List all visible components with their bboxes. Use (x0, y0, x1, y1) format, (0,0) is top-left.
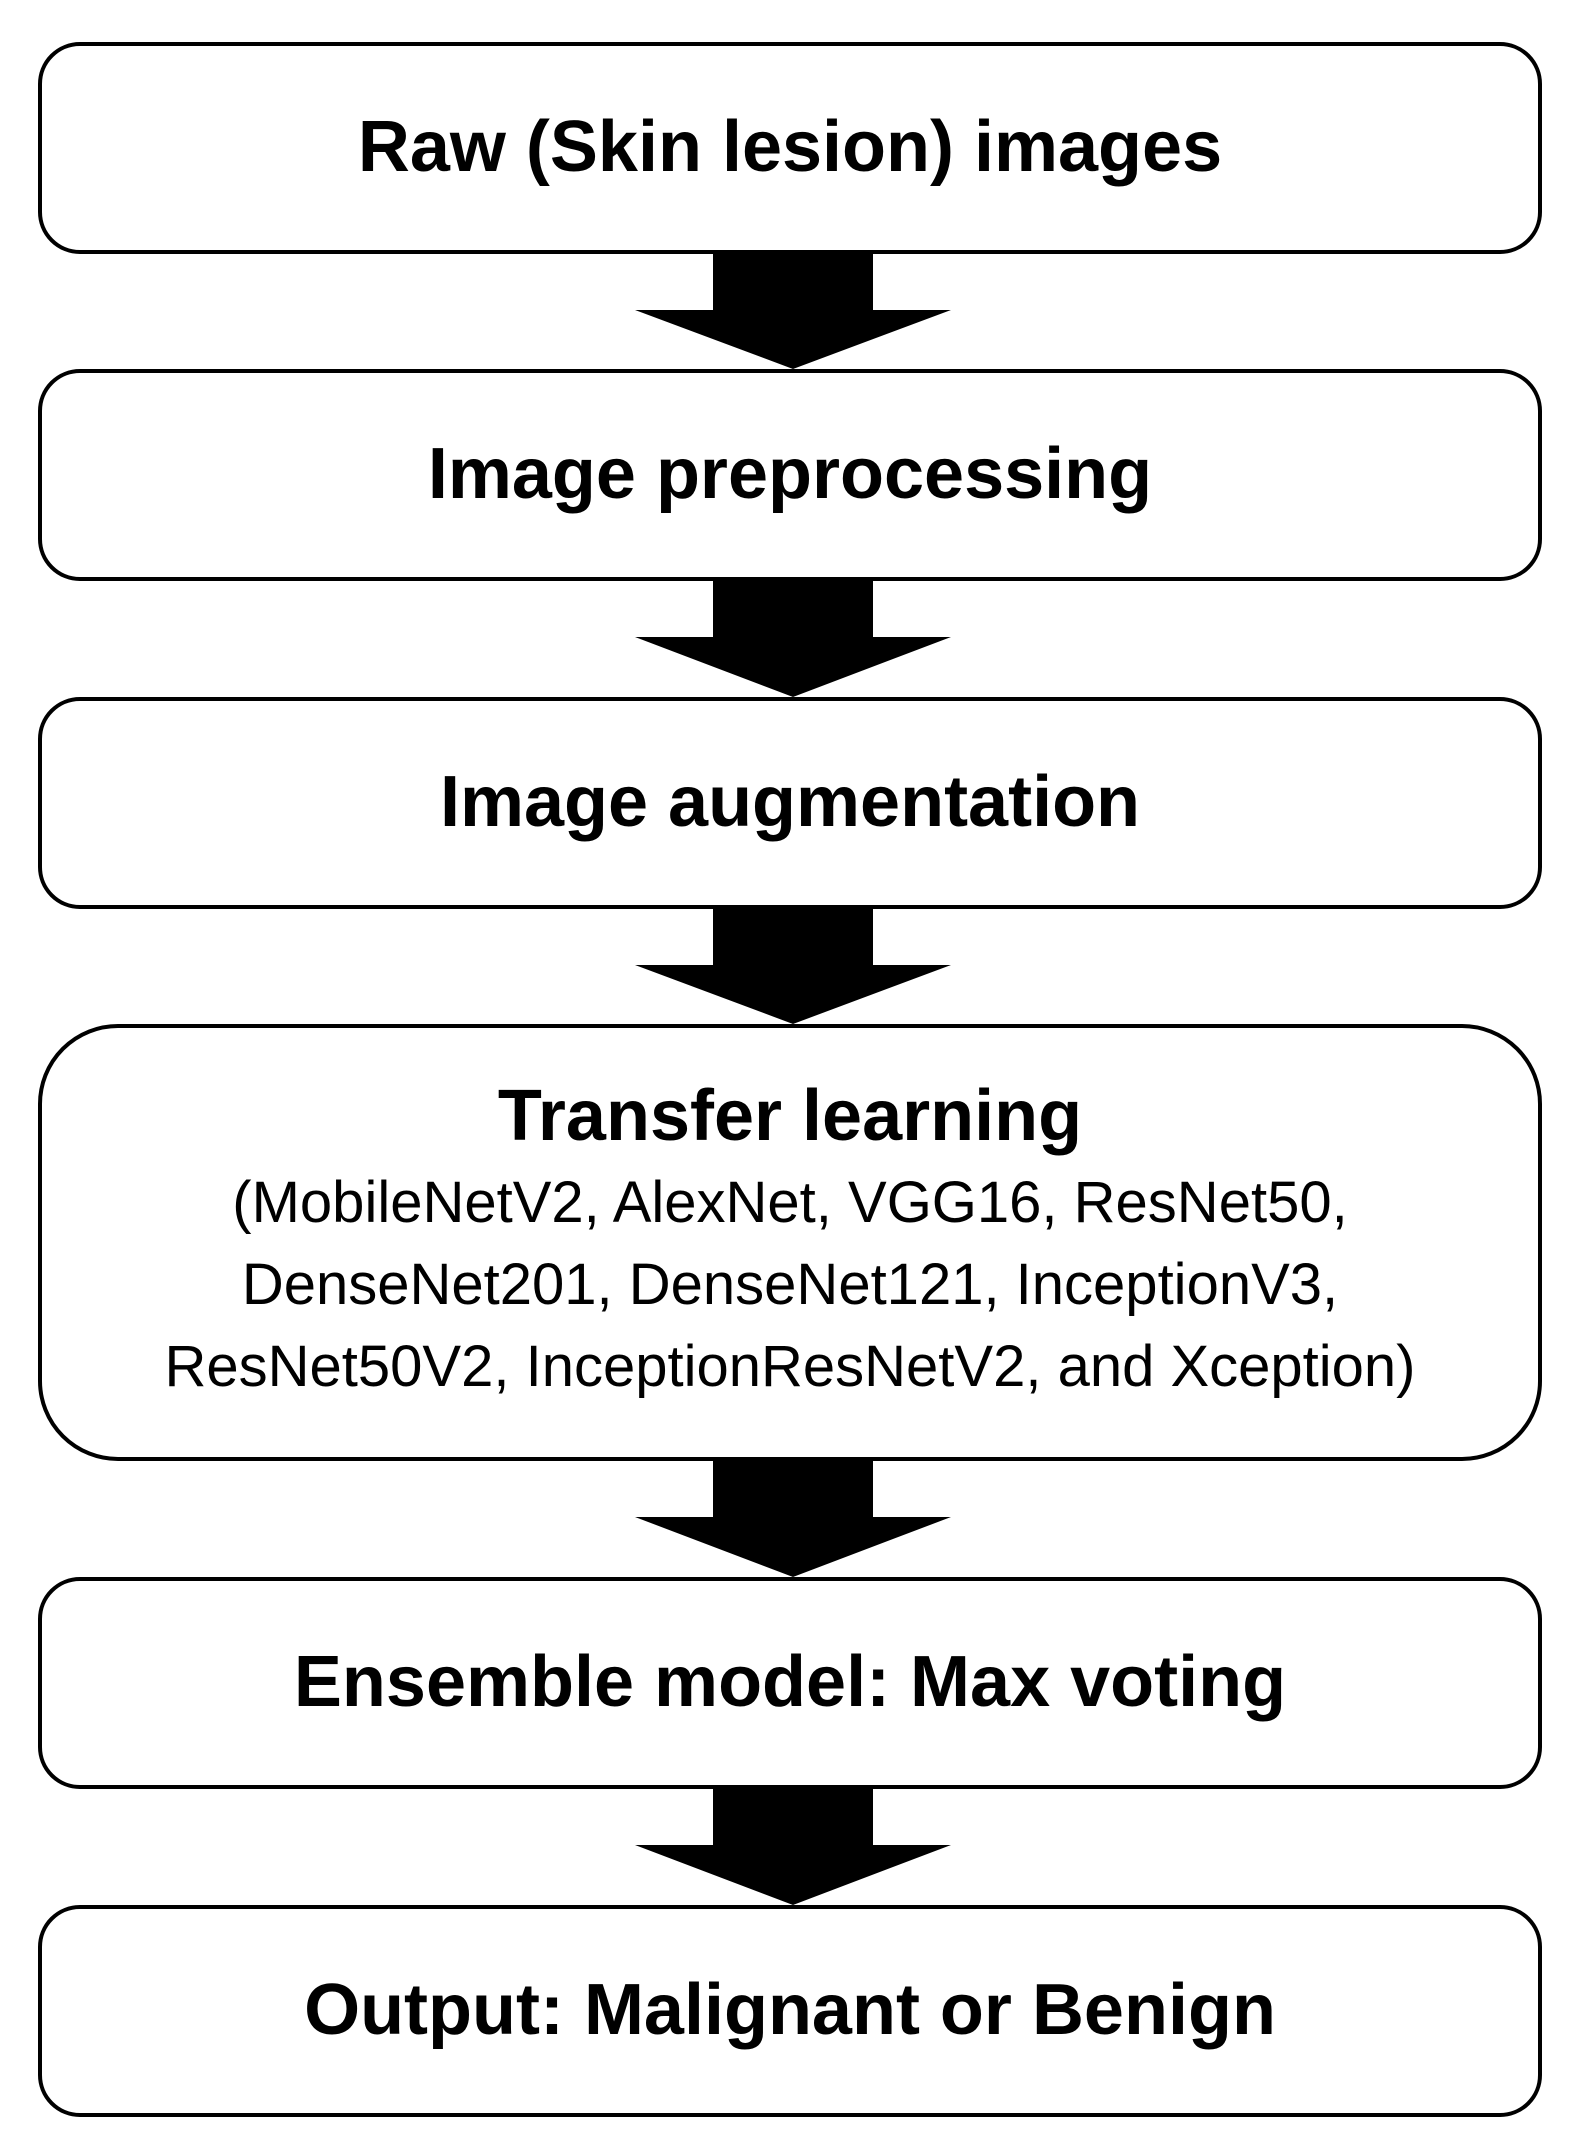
down-arrow-icon (635, 909, 951, 1024)
model-list-line: DenseNet201, DenseNet121, InceptionV3, (241, 1252, 1339, 1318)
step-image-augmentation: Image augmentation (38, 697, 1542, 909)
down-arrow-icon (635, 254, 951, 369)
step-output: Output: Malignant or Benign (38, 1905, 1542, 2117)
step-title: Raw (Skin lesion) images (357, 107, 1223, 188)
down-arrow-icon (635, 581, 951, 697)
down-arrow-icon (635, 1461, 951, 1577)
step-image-preprocessing: Image preprocessing (38, 369, 1542, 581)
step-title: Transfer learning (497, 1075, 1083, 1156)
step-title: Image augmentation (439, 762, 1141, 843)
down-arrow-icon (635, 1789, 951, 1905)
step-title: Ensemble model: Max voting (293, 1642, 1287, 1723)
step-raw-images: Raw (Skin lesion) images (38, 42, 1542, 254)
step-title: Image preprocessing (427, 434, 1153, 515)
step-transfer-learning: Transfer learning (MobileNetV2, AlexNet,… (38, 1024, 1542, 1461)
step-title: Output: Malignant or Benign (304, 1970, 1276, 2051)
step-ensemble-model: Ensemble model: Max voting (38, 1577, 1542, 1789)
model-list-line: ResNet50V2, InceptionResNetV2, and Xcept… (164, 1334, 1416, 1400)
model-list: (MobileNetV2, AlexNet, VGG16, ResNet50, … (165, 1162, 1416, 1408)
model-list-line: (MobileNetV2, AlexNet, VGG16, ResNet50, (232, 1170, 1348, 1236)
